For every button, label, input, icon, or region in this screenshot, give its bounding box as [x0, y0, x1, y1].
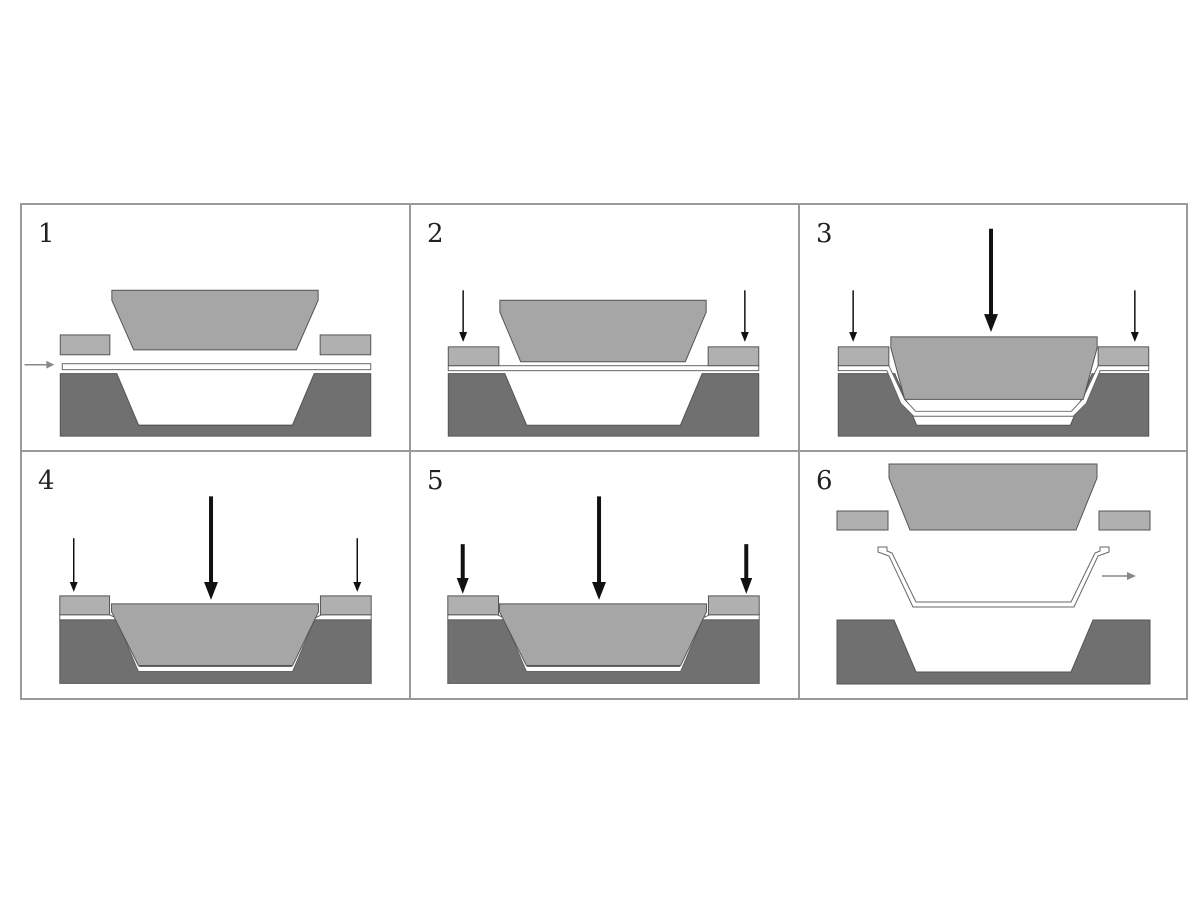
- punch: [111, 289, 319, 351]
- sheet-blank: [447, 365, 760, 372]
- step-number: 4: [38, 466, 55, 496]
- punch: [499, 603, 707, 667]
- panel-step-6: 6: [800, 452, 1186, 698]
- step-number: 3: [816, 219, 833, 249]
- die: [836, 619, 1151, 685]
- sheet-blank: [61, 363, 372, 371]
- blank-holder-left: [837, 346, 890, 367]
- formed-cup: [877, 546, 1110, 608]
- step-number: 6: [816, 466, 833, 496]
- step-6-illustration: [836, 463, 1151, 685]
- panel-step-1: 1: [22, 205, 411, 452]
- holder-force-arrow-right-head: [1130, 331, 1139, 342]
- blank-holder-right: [1097, 346, 1150, 367]
- blank-holder-right: [1098, 510, 1151, 531]
- step-1-illustration: [24, 289, 372, 437]
- blank-holder-right: [707, 346, 760, 367]
- punch-force-arrow-head: [984, 314, 998, 332]
- holder-force-arrow-right-head: [353, 581, 362, 592]
- holder-force-arrow-left-head: [849, 331, 858, 342]
- holder-force-arrow-left-head: [69, 581, 78, 592]
- holder-force-arrow-right-head: [740, 331, 749, 342]
- panel-step-5: 5: [411, 452, 800, 698]
- step-number: 5: [427, 466, 444, 496]
- punch: [890, 336, 1098, 400]
- blank-holder-left: [59, 334, 111, 356]
- holder-force-arrow-left-head: [456, 577, 469, 594]
- punch: [111, 603, 319, 667]
- step-2-illustration: [447, 290, 760, 437]
- blank-holder-right: [319, 334, 372, 356]
- step-number: 2: [427, 219, 444, 249]
- deep-drawing-process-diagram: 1 2: [20, 203, 1188, 700]
- punch: [499, 299, 707, 363]
- blank-holder-right: [319, 595, 372, 616]
- step-3-illustration: [837, 228, 1150, 437]
- blank-holder-right: [707, 595, 760, 616]
- feed-arrow-head: [46, 360, 55, 369]
- holder-force-arrow-right-head: [740, 577, 753, 594]
- eject-arrow-head: [1127, 572, 1136, 580]
- blank-holder-left: [447, 346, 500, 367]
- holder-force-arrow-left-head: [459, 331, 468, 342]
- blank-holder-left: [59, 595, 111, 616]
- die: [447, 373, 760, 437]
- blank-holder-left: [836, 510, 889, 531]
- panel-step-4: 4: [22, 452, 411, 698]
- blank-holder-left: [447, 595, 500, 616]
- panel-step-3: 3: [800, 205, 1186, 452]
- die: [59, 373, 372, 437]
- punch-force-arrow-head: [592, 581, 606, 600]
- punch-force-arrow-head: [204, 581, 218, 600]
- panel-step-2: 2: [411, 205, 800, 452]
- sheet-partially-drawn: [837, 365, 1150, 417]
- step-5-illustration: [447, 496, 760, 684]
- step-4-illustration: [59, 496, 372, 684]
- step-number: 1: [38, 219, 55, 249]
- punch: [888, 463, 1098, 531]
